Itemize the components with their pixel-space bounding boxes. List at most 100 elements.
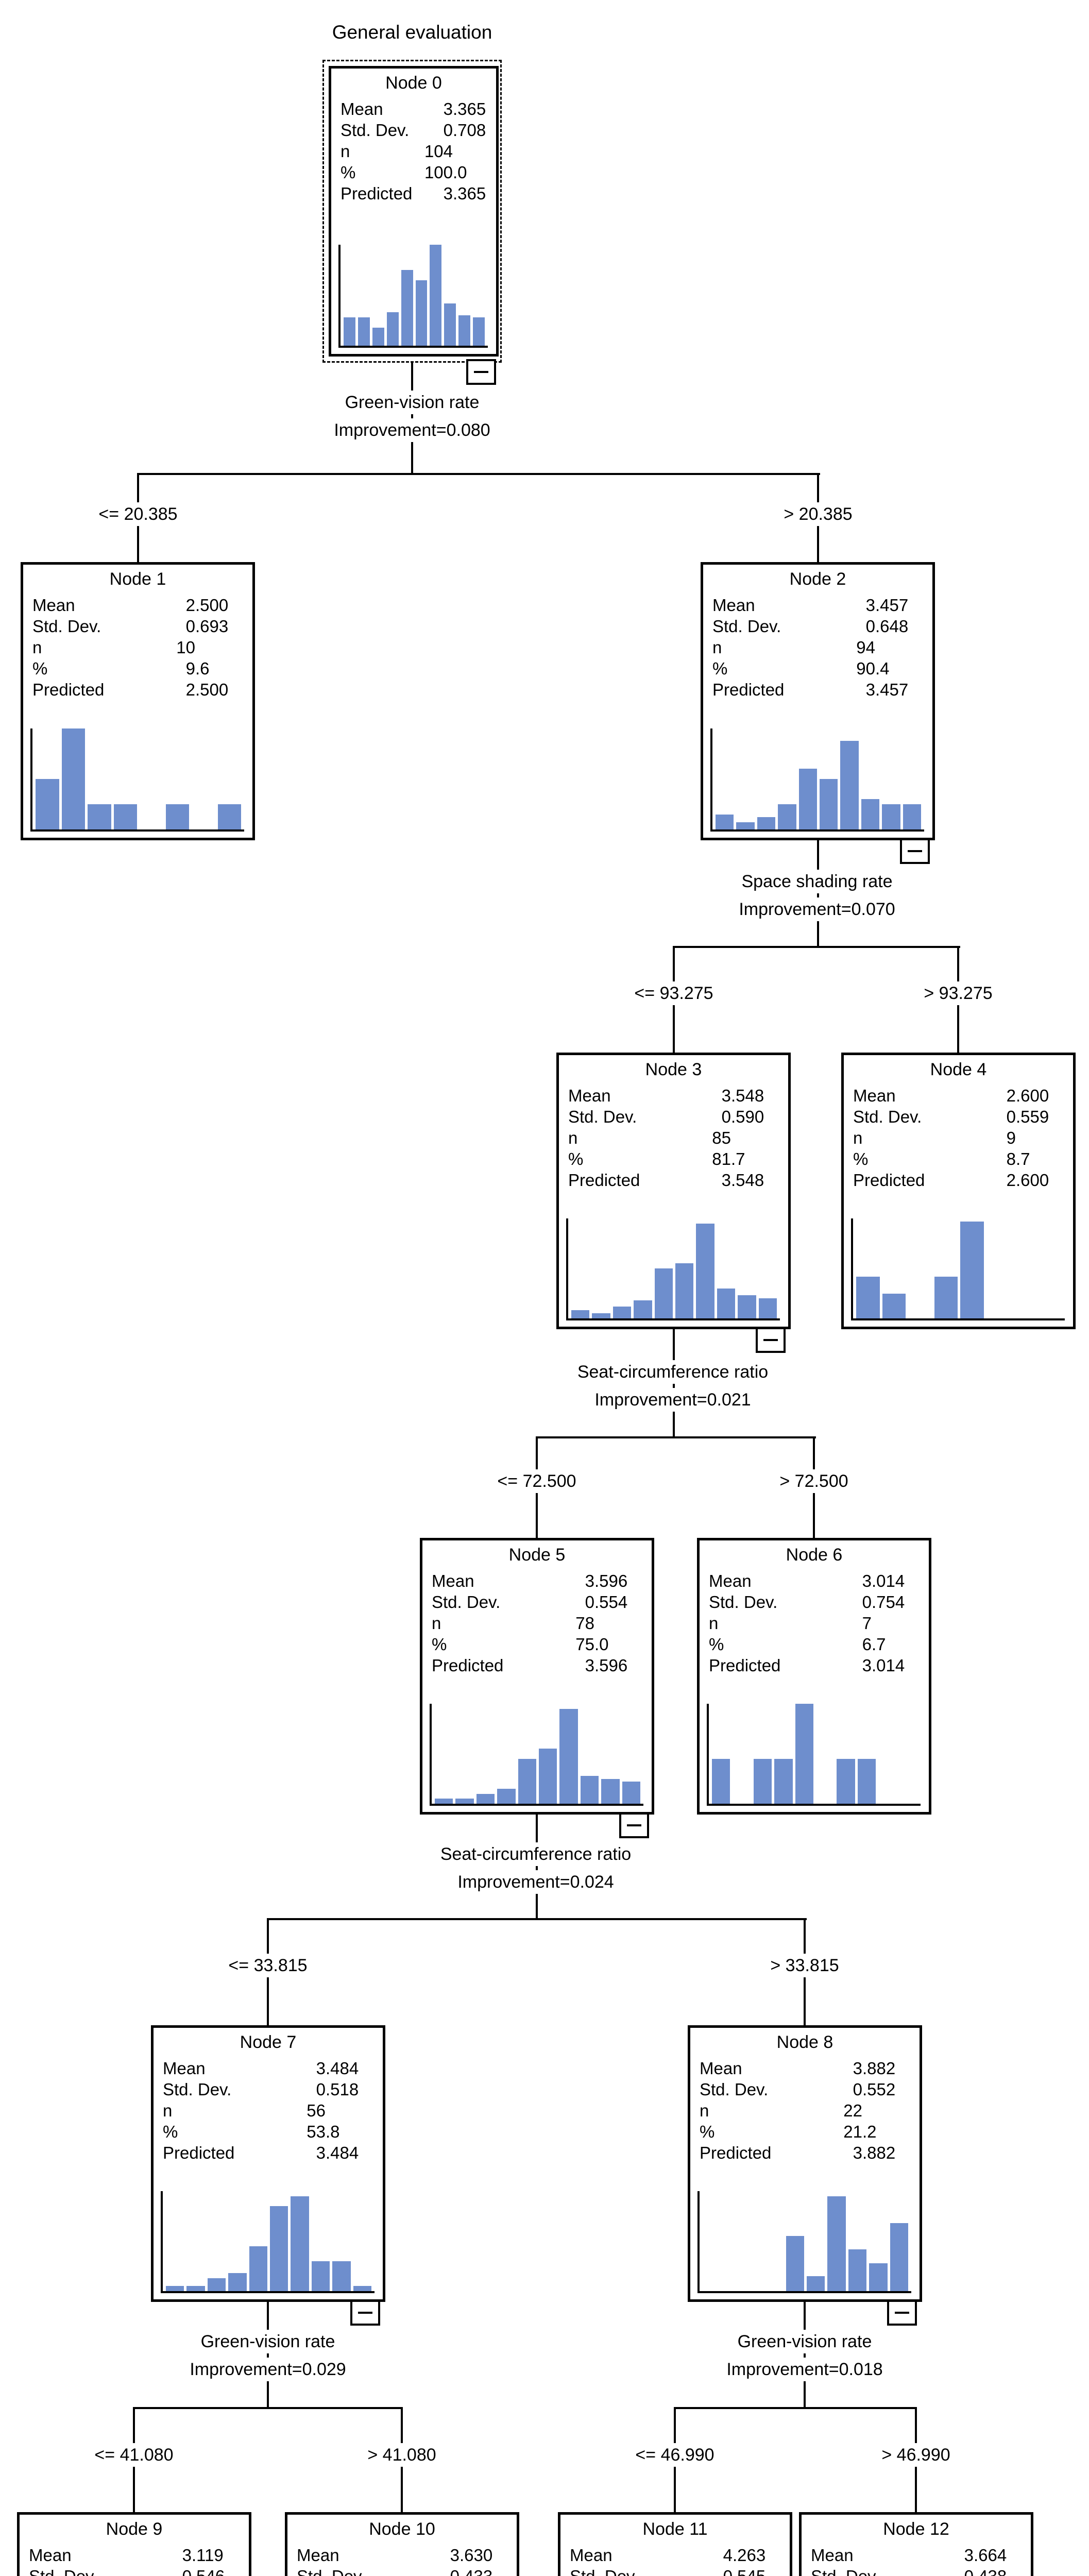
stat-label: Std. Dev.	[709, 1592, 778, 1612]
stat-value-int: 21	[843, 2122, 862, 2141]
stat-value-frac: .6	[195, 659, 210, 678]
split-improvement-label: Improvement=0.029	[184, 2358, 351, 2381]
stat-row: Std. Dev.0.552	[700, 2079, 911, 2100]
stat-value-int: 81	[712, 1149, 731, 1168]
stat-row: Std. Dev.0.518	[163, 2079, 375, 2100]
hist-bar	[444, 303, 456, 346]
stat-label: Mean	[700, 2059, 742, 2078]
stat-value: 2.500	[139, 595, 244, 616]
stat-value-frac: .708	[453, 121, 486, 140]
branch-label: <= 20.385	[93, 502, 183, 526]
stat-value-int: 56	[307, 2101, 326, 2120]
stat-value: 3.596	[538, 1655, 643, 1676]
node-1-histogram	[30, 728, 244, 832]
hist-bar	[401, 270, 413, 346]
stat-value-int: 0	[1006, 1107, 1016, 1126]
stat-value: 3.119	[135, 2545, 241, 2566]
hist-bar	[207, 2278, 226, 2291]
stat-row: Std. Dev.0.648	[712, 616, 924, 637]
collapse-button-node-7[interactable]	[350, 2300, 380, 2326]
stat-value-int: 0	[403, 2566, 460, 2576]
hist-bar	[758, 1298, 777, 1318]
stat-value: 0.754	[815, 1591, 921, 1613]
stat-value: 3.014	[815, 1655, 921, 1676]
stat-label: Predicted	[341, 184, 413, 203]
stat-label: Mean	[811, 2546, 854, 2565]
stat-value-int: 3	[443, 99, 453, 118]
stat-value-int: 100	[424, 163, 453, 182]
stat-label: Mean	[709, 1571, 752, 1590]
collapse-button-node-0[interactable]	[466, 359, 496, 385]
stat-value-frac: .365	[453, 99, 486, 118]
hist-bar	[580, 1775, 599, 1804]
stat-value-frac: .552	[862, 2080, 896, 2099]
hist-bar	[592, 1313, 610, 1318]
stat-value: 3.484	[269, 2142, 375, 2163]
stat-value-int: 3	[585, 1571, 594, 1590]
connector-line	[804, 2302, 806, 2409]
hist-bar	[882, 804, 900, 829]
hist-bar	[571, 1310, 590, 1318]
hist-bar	[960, 1221, 984, 1318]
branch-label: <= 33.815	[223, 1954, 313, 1977]
stat-value-int: 0	[853, 2080, 862, 2099]
hist-bar	[696, 1223, 714, 1318]
stat-value-frac: .7	[731, 1149, 745, 1168]
hist-bar	[358, 317, 370, 346]
collapse-button-node-3[interactable]	[756, 1327, 786, 1353]
stat-value-frac: .754	[872, 1592, 905, 1612]
stat-value: 0.433	[403, 2566, 508, 2576]
hist-bar	[518, 1758, 537, 1804]
stat-value: 3.365	[411, 98, 488, 120]
collapse-button-node-2[interactable]	[900, 838, 930, 864]
stat-value-frac	[875, 637, 924, 658]
stat-value: 9.6	[139, 658, 244, 679]
stat-value-int: 3	[450, 2546, 460, 2565]
stat-value: 8.7	[959, 1148, 1065, 1170]
hist-bar	[786, 2236, 805, 2291]
hist-bar	[186, 2286, 205, 2291]
connector-line	[133, 2407, 403, 2409]
stat-value-frac	[326, 2100, 375, 2121]
stat-value-int: 3	[182, 2546, 192, 2565]
hist-bar	[675, 1263, 694, 1318]
stat-value-frac: .438	[974, 2566, 1023, 2576]
hist-bar	[798, 769, 818, 829]
stat-value-frac: .433	[460, 2566, 508, 2576]
branch-label: <= 93.275	[629, 981, 719, 1005]
collapse-button-node-8[interactable]	[887, 2300, 917, 2326]
collapse-button-node-5[interactable]	[619, 1812, 649, 1838]
stat-value: 78	[538, 1613, 643, 1634]
split-variable-label: Green-vision rate	[732, 2330, 877, 2353]
stat-value-frac: .600	[1016, 1171, 1049, 1190]
hist-bar	[415, 280, 428, 346]
stat-value-int: 3	[964, 2546, 974, 2565]
hist-bar	[622, 1782, 641, 1804]
stat-value: 104	[411, 141, 488, 162]
stat-row: %75.0	[432, 1634, 643, 1655]
node-7-histogram	[161, 2191, 375, 2293]
stat-label: Std. Dev.	[163, 2080, 232, 2099]
stat-value-frac: .7	[872, 1635, 886, 1654]
stat-label: Std. Dev.	[432, 1592, 501, 1612]
stat-label: Std. Dev.	[853, 1107, 922, 1126]
stat-value: 3.365	[412, 183, 488, 204]
stat-value-int: 0	[676, 2566, 733, 2576]
